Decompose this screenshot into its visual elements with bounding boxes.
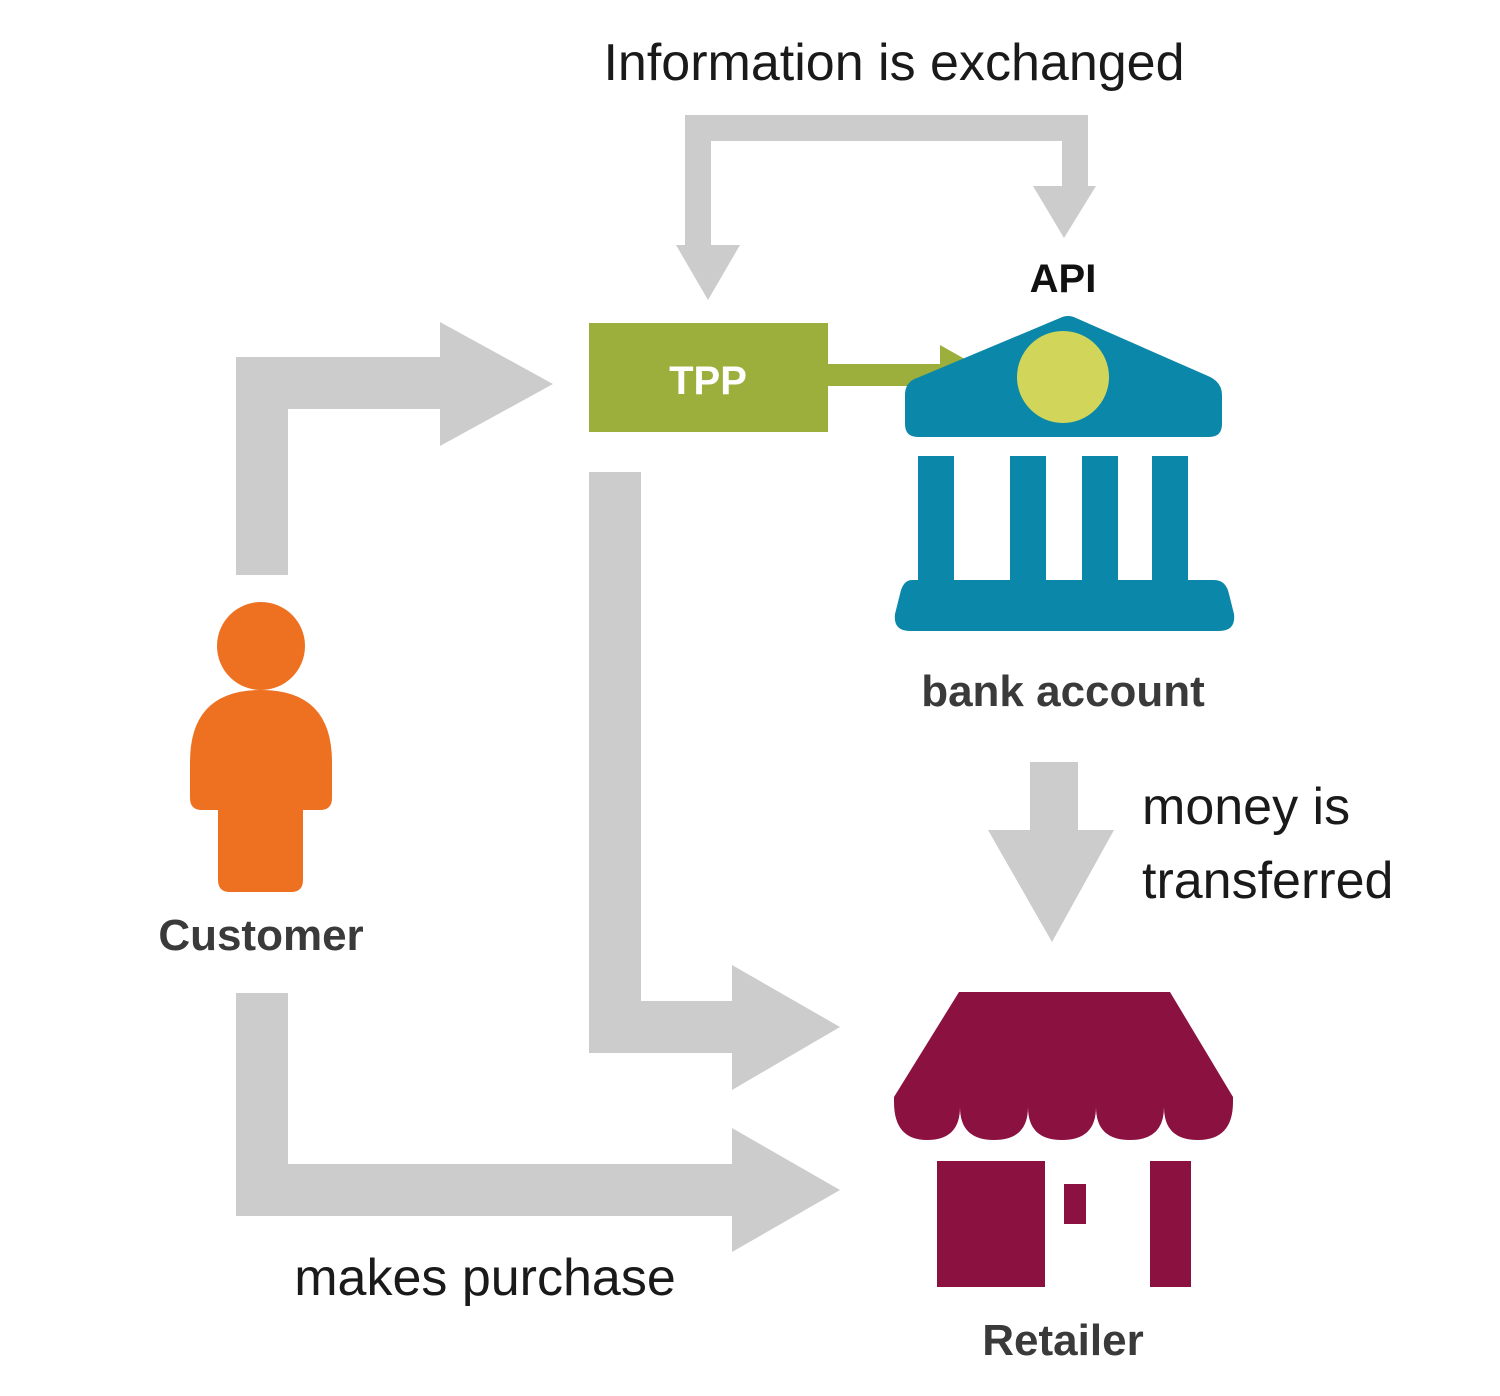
info-exchanged-label: Information is exchanged — [603, 34, 1184, 92]
store-icon — [894, 992, 1233, 1287]
money-transferred-label-line2: transferred — [1142, 852, 1393, 910]
retailer-label: Retailer — [982, 1316, 1143, 1365]
tpp-label: TPP — [669, 359, 747, 403]
api-label: API — [1030, 257, 1097, 301]
bank-coin-icon — [1017, 331, 1109, 423]
person-icon — [190, 602, 332, 892]
makes-purchase-label: makes purchase — [294, 1249, 676, 1307]
money-transferred-label-line1: money is — [1142, 778, 1350, 836]
tpp-box: TPP — [589, 323, 828, 432]
bank-icon — [894, 316, 1235, 631]
money-transfer-arrow — [988, 762, 1114, 942]
customer-to-tpp-arrow — [236, 322, 553, 575]
purchase-arrow — [236, 993, 840, 1252]
bank-account-label: bank account — [921, 667, 1205, 716]
tpp-to-retailer-arrow — [589, 472, 840, 1090]
info-exchange-arrow — [676, 115, 1096, 300]
customer-label: Customer — [158, 911, 363, 960]
